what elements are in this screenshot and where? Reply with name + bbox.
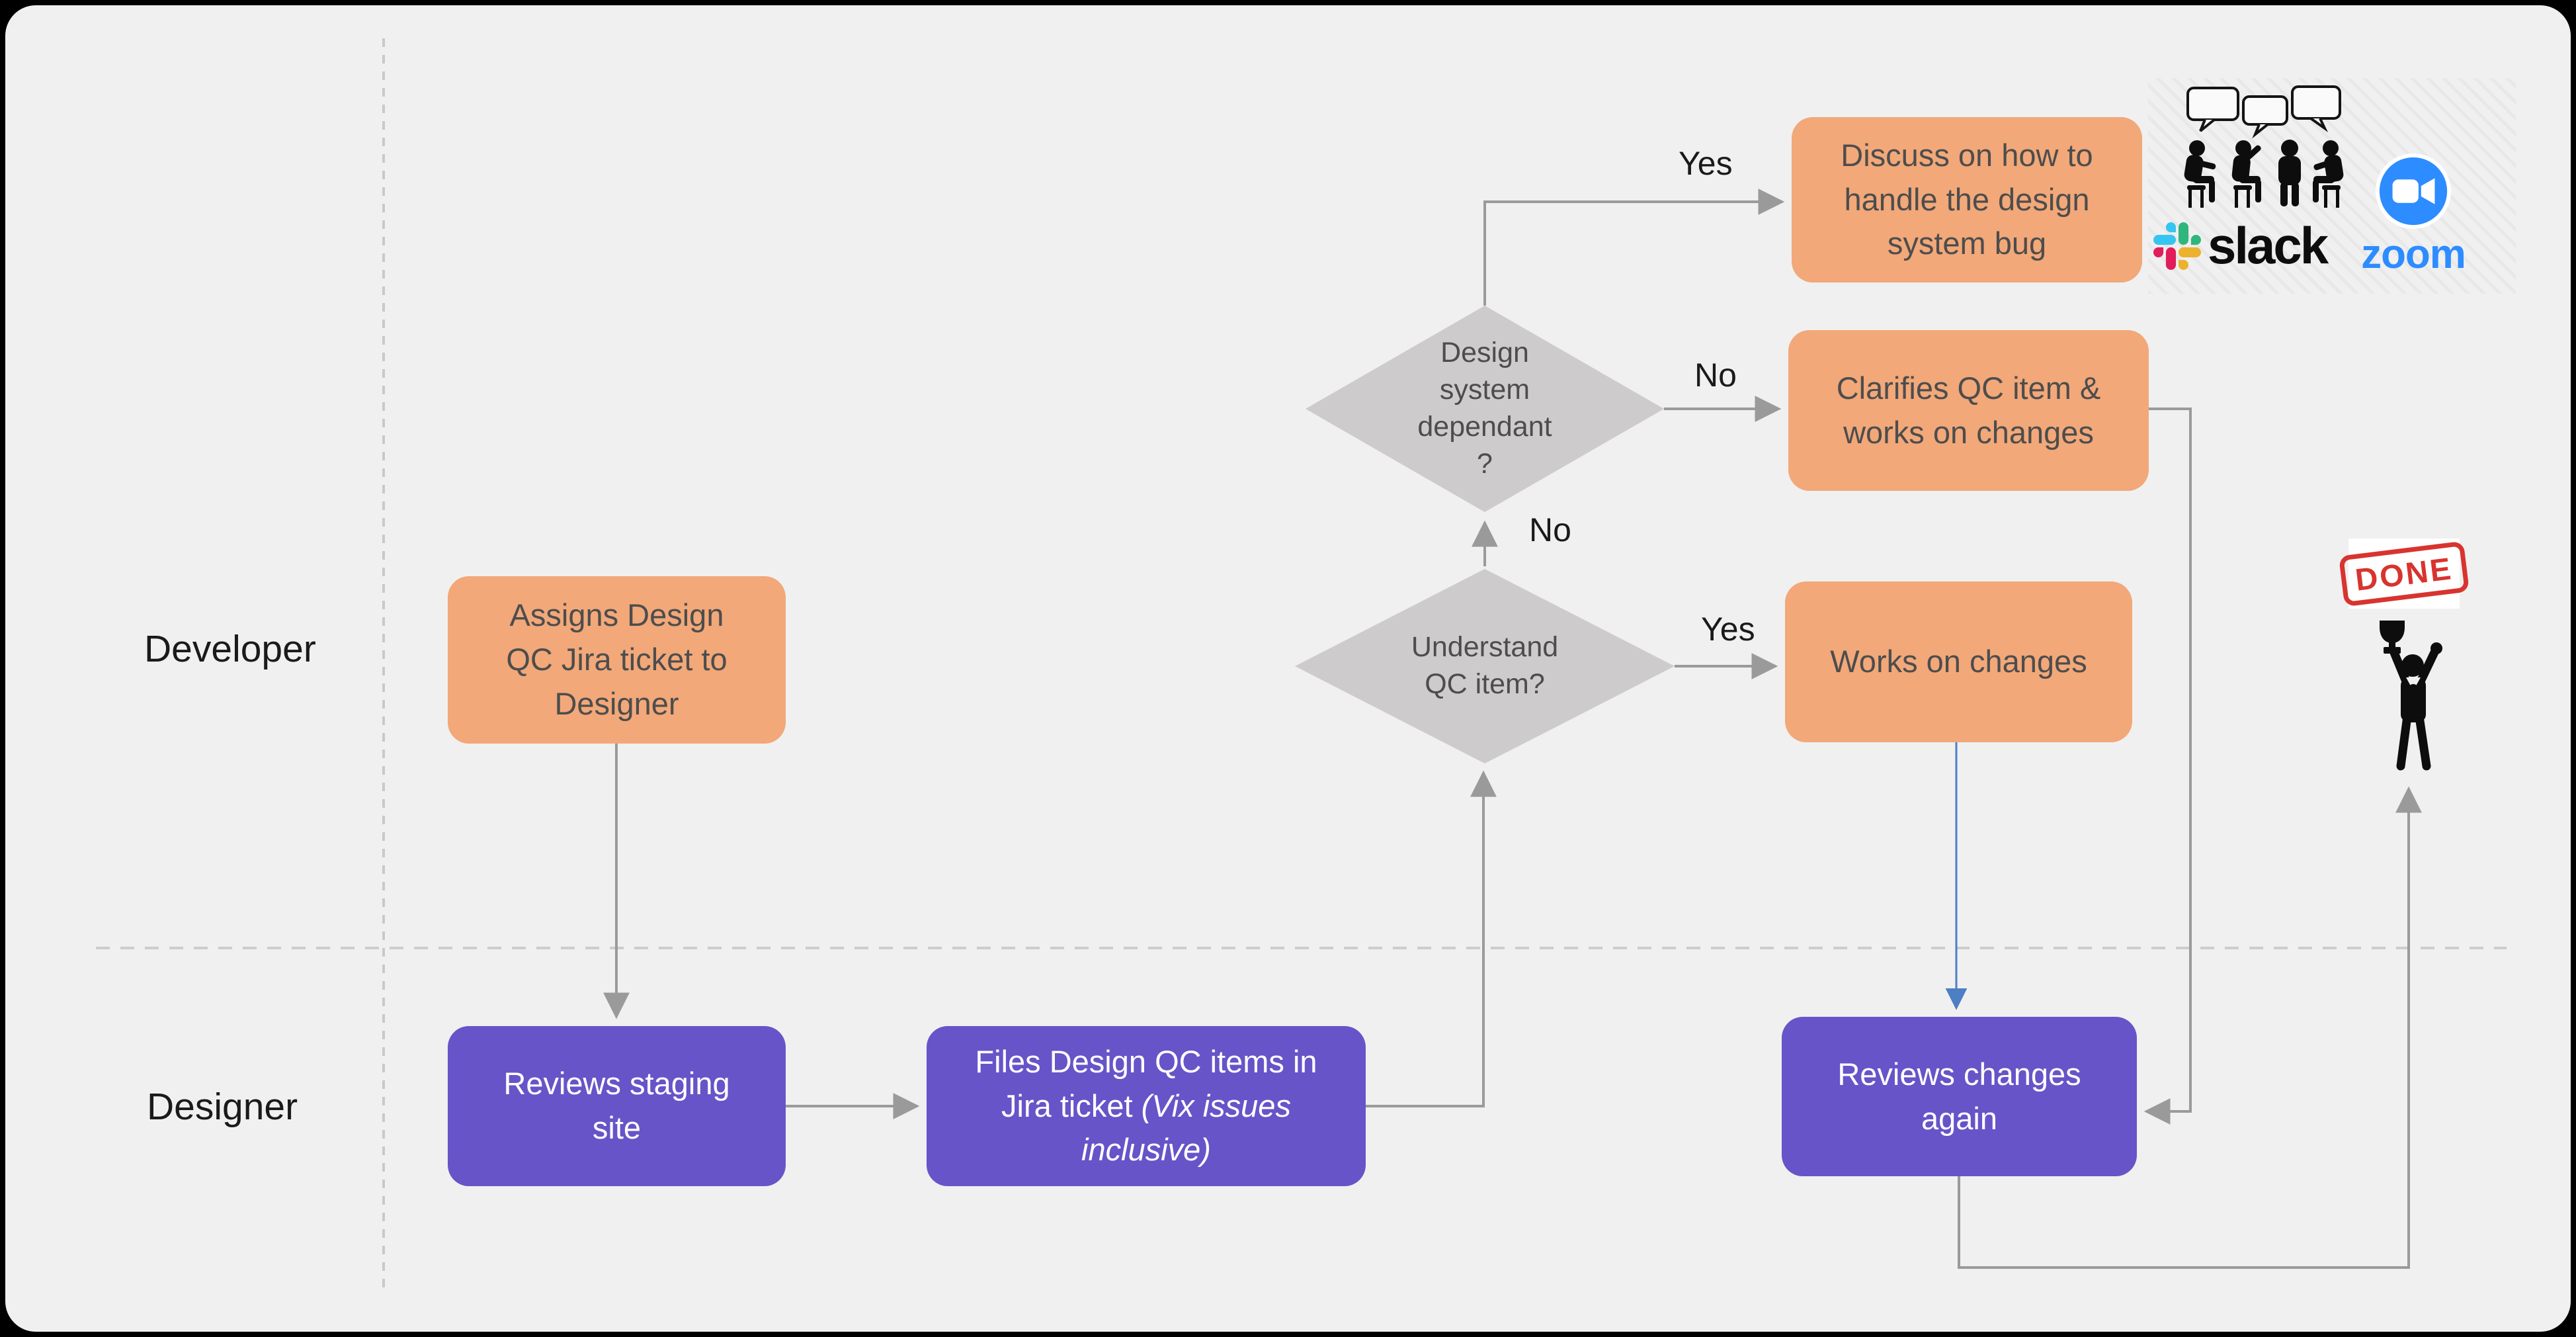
zoom-camera-icon: [2375, 153, 2452, 230]
people-discussion-icon: [2184, 85, 2344, 208]
done-stamp-text: DONE: [2339, 540, 2470, 607]
node-reviews-staging: Reviews staging site: [448, 1026, 786, 1186]
node-assigns-ticket-label: Assigns Design QC Jira ticket to Designe…: [506, 597, 727, 721]
zoom-logo: zoom: [2352, 152, 2475, 278]
done-stamp: DONE: [2339, 539, 2470, 609]
edge-label-no-understand-up: No: [1529, 511, 1571, 548]
zoom-wordmark: zoom: [2361, 232, 2466, 277]
node-reviews-staging-label: Reviews staging site: [503, 1066, 730, 1145]
slack-mark-icon: [2153, 222, 2201, 270]
edge-label-no-clarifies: No: [1694, 357, 1737, 394]
node-clarifies-qc: Clarifies QC item & works on changes: [1788, 330, 2149, 491]
node-works-on-changes-label: Works on changes: [1830, 644, 2087, 679]
node-files-label-normal: Files Design QC items in Jira ticket: [975, 1043, 1317, 1123]
lane-label-designer: Designer: [147, 1086, 298, 1128]
slack-logo: slack: [2153, 216, 2329, 276]
node-clarifies-qc-label: Clarifies QC item & works on changes: [1836, 370, 2101, 450]
celebration-trophy-icon: [2380, 621, 2442, 771]
edge-label-yes-discuss: Yes: [1679, 145, 1733, 182]
node-works-on-changes: Works on changes: [1785, 582, 2132, 742]
slack-wordmark: slack: [2208, 216, 2329, 275]
node-reviews-again: Reviews changes again: [1782, 1017, 2137, 1176]
node-discuss-design-bug-label: Discuss on how to handle the design syst…: [1841, 137, 2093, 261]
node-reviews-again-label: Reviews changes again: [1837, 1056, 2081, 1136]
edge-label-yes-works: Yes: [1701, 611, 1755, 648]
node-discuss-design-bug: Discuss on how to handle the design syst…: [1792, 117, 2142, 282]
decision-understand-qc-item-label: Understand QC item?: [1411, 631, 1559, 700]
decision-design-system-dependant-label: Design system dependant ?: [1417, 337, 1552, 480]
lane-label-developer: Developer: [144, 628, 316, 670]
node-files-label-italic: (Vix issues inclusive): [1081, 1088, 1291, 1168]
node-assigns-ticket: Assigns Design QC Jira ticket to Designe…: [448, 576, 786, 744]
node-files-qc-items: Files Design QC items in Jira ticket (Vi…: [927, 1026, 1366, 1186]
node-files-qc-items-label: Files Design QC items in Jira ticket (Vi…: [958, 1040, 1335, 1172]
